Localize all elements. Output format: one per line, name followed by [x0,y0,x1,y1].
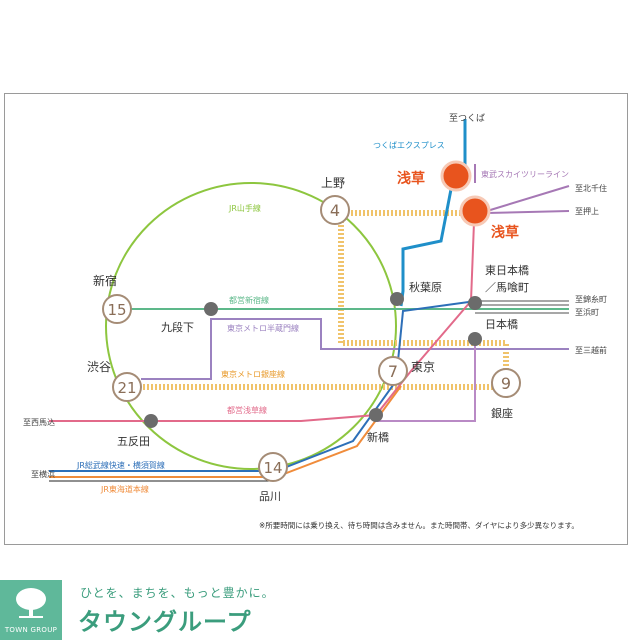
route-map: 4 15 21 7 9 14 至つくば つくばエクスプレス 浅草 東武スカイツリ… [23,113,607,530]
shinagawa-time-badge[interactable]: 14 [258,452,288,482]
bakurocho-label: ／馬喰町 [485,280,529,294]
ginza-label: 銀座 [491,406,513,420]
sobu-line-label: JR総武線快速・横須賀線 [76,460,165,470]
asakusa-line-label: 都営浅草線 [227,405,267,415]
yamanote-line [105,182,397,470]
asakusa-station-marker[interactable] [459,195,491,227]
higashinihonbashi-station-marker[interactable] [468,296,482,310]
hamacho-label: 至浜町 [575,307,599,317]
shibuya-time-badge[interactable]: 21 [112,372,142,402]
ginza-line-label: 東京メトロ銀座線 [221,369,285,379]
shinjuku-line-label: 都営新宿線 [229,295,269,305]
asakusa-label: 浅草 [491,224,519,241]
yamanote-line-label: JR山手線 [228,203,261,213]
footer: TOWN GROUP ひとを、まちを、もっと豊かに。 タウングループ [0,580,640,640]
higashinihonbashi-label: 東日本橋 [485,263,529,277]
logo-text: TOWN GROUP [4,626,58,634]
svg-text:4: 4 [330,201,340,220]
tsukuba-destination-label: 至つくば [449,113,485,124]
asakusa-line-south [377,341,476,422]
kinshicho-label: 至錦糸町 [575,294,607,304]
footnote: ※所要時間には乗り換え、待ち時間は含みません。また時間帯、ダイヤにより多少異なり… [259,520,579,530]
svg-text:9: 9 [501,374,511,393]
akihabara-label: 秋葉原 [409,280,442,294]
svg-text:14: 14 [263,459,282,477]
ueno-label: 上野 [321,176,345,190]
asakusa-line-route [49,195,476,422]
yokohama-label: 至横浜 [31,469,55,479]
slogan: ひとを、まちを、もっと豊かに。 [80,586,275,600]
ginza-time-badge[interactable]: 9 [491,368,521,398]
shinbashi-label: 新橋 [367,430,389,444]
oshiage-label: 至押上 [575,206,599,216]
gotanda-station-marker[interactable] [144,414,158,428]
kudanshita-station-marker[interactable] [204,302,218,316]
shibuya-label: 渋谷 [87,360,111,374]
svg-text:15: 15 [107,301,126,319]
akihabara-station-marker[interactable] [390,292,404,306]
shinbashi-station-marker[interactable] [369,408,383,422]
hanzomon-line-label: 東京メトロ半蔵門線 [227,323,299,333]
shinagawa-label: 品川 [259,490,281,503]
skytree-line-route [474,164,570,214]
hanzomon-line-route [141,318,569,380]
mitsukoshimae-label: 至三越前 [575,345,607,355]
gotanda-label: 五反田 [117,435,150,448]
asakusa-tx-station-marker[interactable] [440,160,472,192]
shinjuku-label: 新宿 [93,273,117,288]
tree-icon [16,588,46,618]
kinshicho-hamacho-route [475,300,569,314]
svg-text:21: 21 [117,379,136,397]
ginza-line-route [127,203,509,390]
tokyo-time-badge[interactable]: 7 [378,356,408,386]
ueno-time-badge[interactable]: 4 [320,195,350,225]
brand-name: タウングループ [78,608,252,636]
tokaido-line-label: JR東海道本線 [100,484,149,494]
kitasenju-label: 至北千住 [575,183,607,193]
kudanshita-label: 九段下 [161,320,194,334]
nihonbashi-label: 日本橋 [485,317,518,331]
asakusa-tx-label: 浅草 [397,170,425,187]
nihonbashi-station-marker[interactable] [468,332,482,346]
nishimagome-label: 至西馬込 [23,418,55,427]
tokyo-label: 東京 [411,360,435,374]
svg-text:7: 7 [388,362,398,381]
tx-line-label: つくばエクスプレス [373,141,445,150]
shinjuku-time-badge[interactable]: 15 [102,294,132,324]
route-map-frame: 4 15 21 7 9 14 至つくば つくばエクスプレス 浅草 東武スカイツリ… [4,93,628,545]
skytree-line-label: 東武スカイツリーライン [481,169,569,179]
town-group-logo: TOWN GROUP [0,580,62,640]
